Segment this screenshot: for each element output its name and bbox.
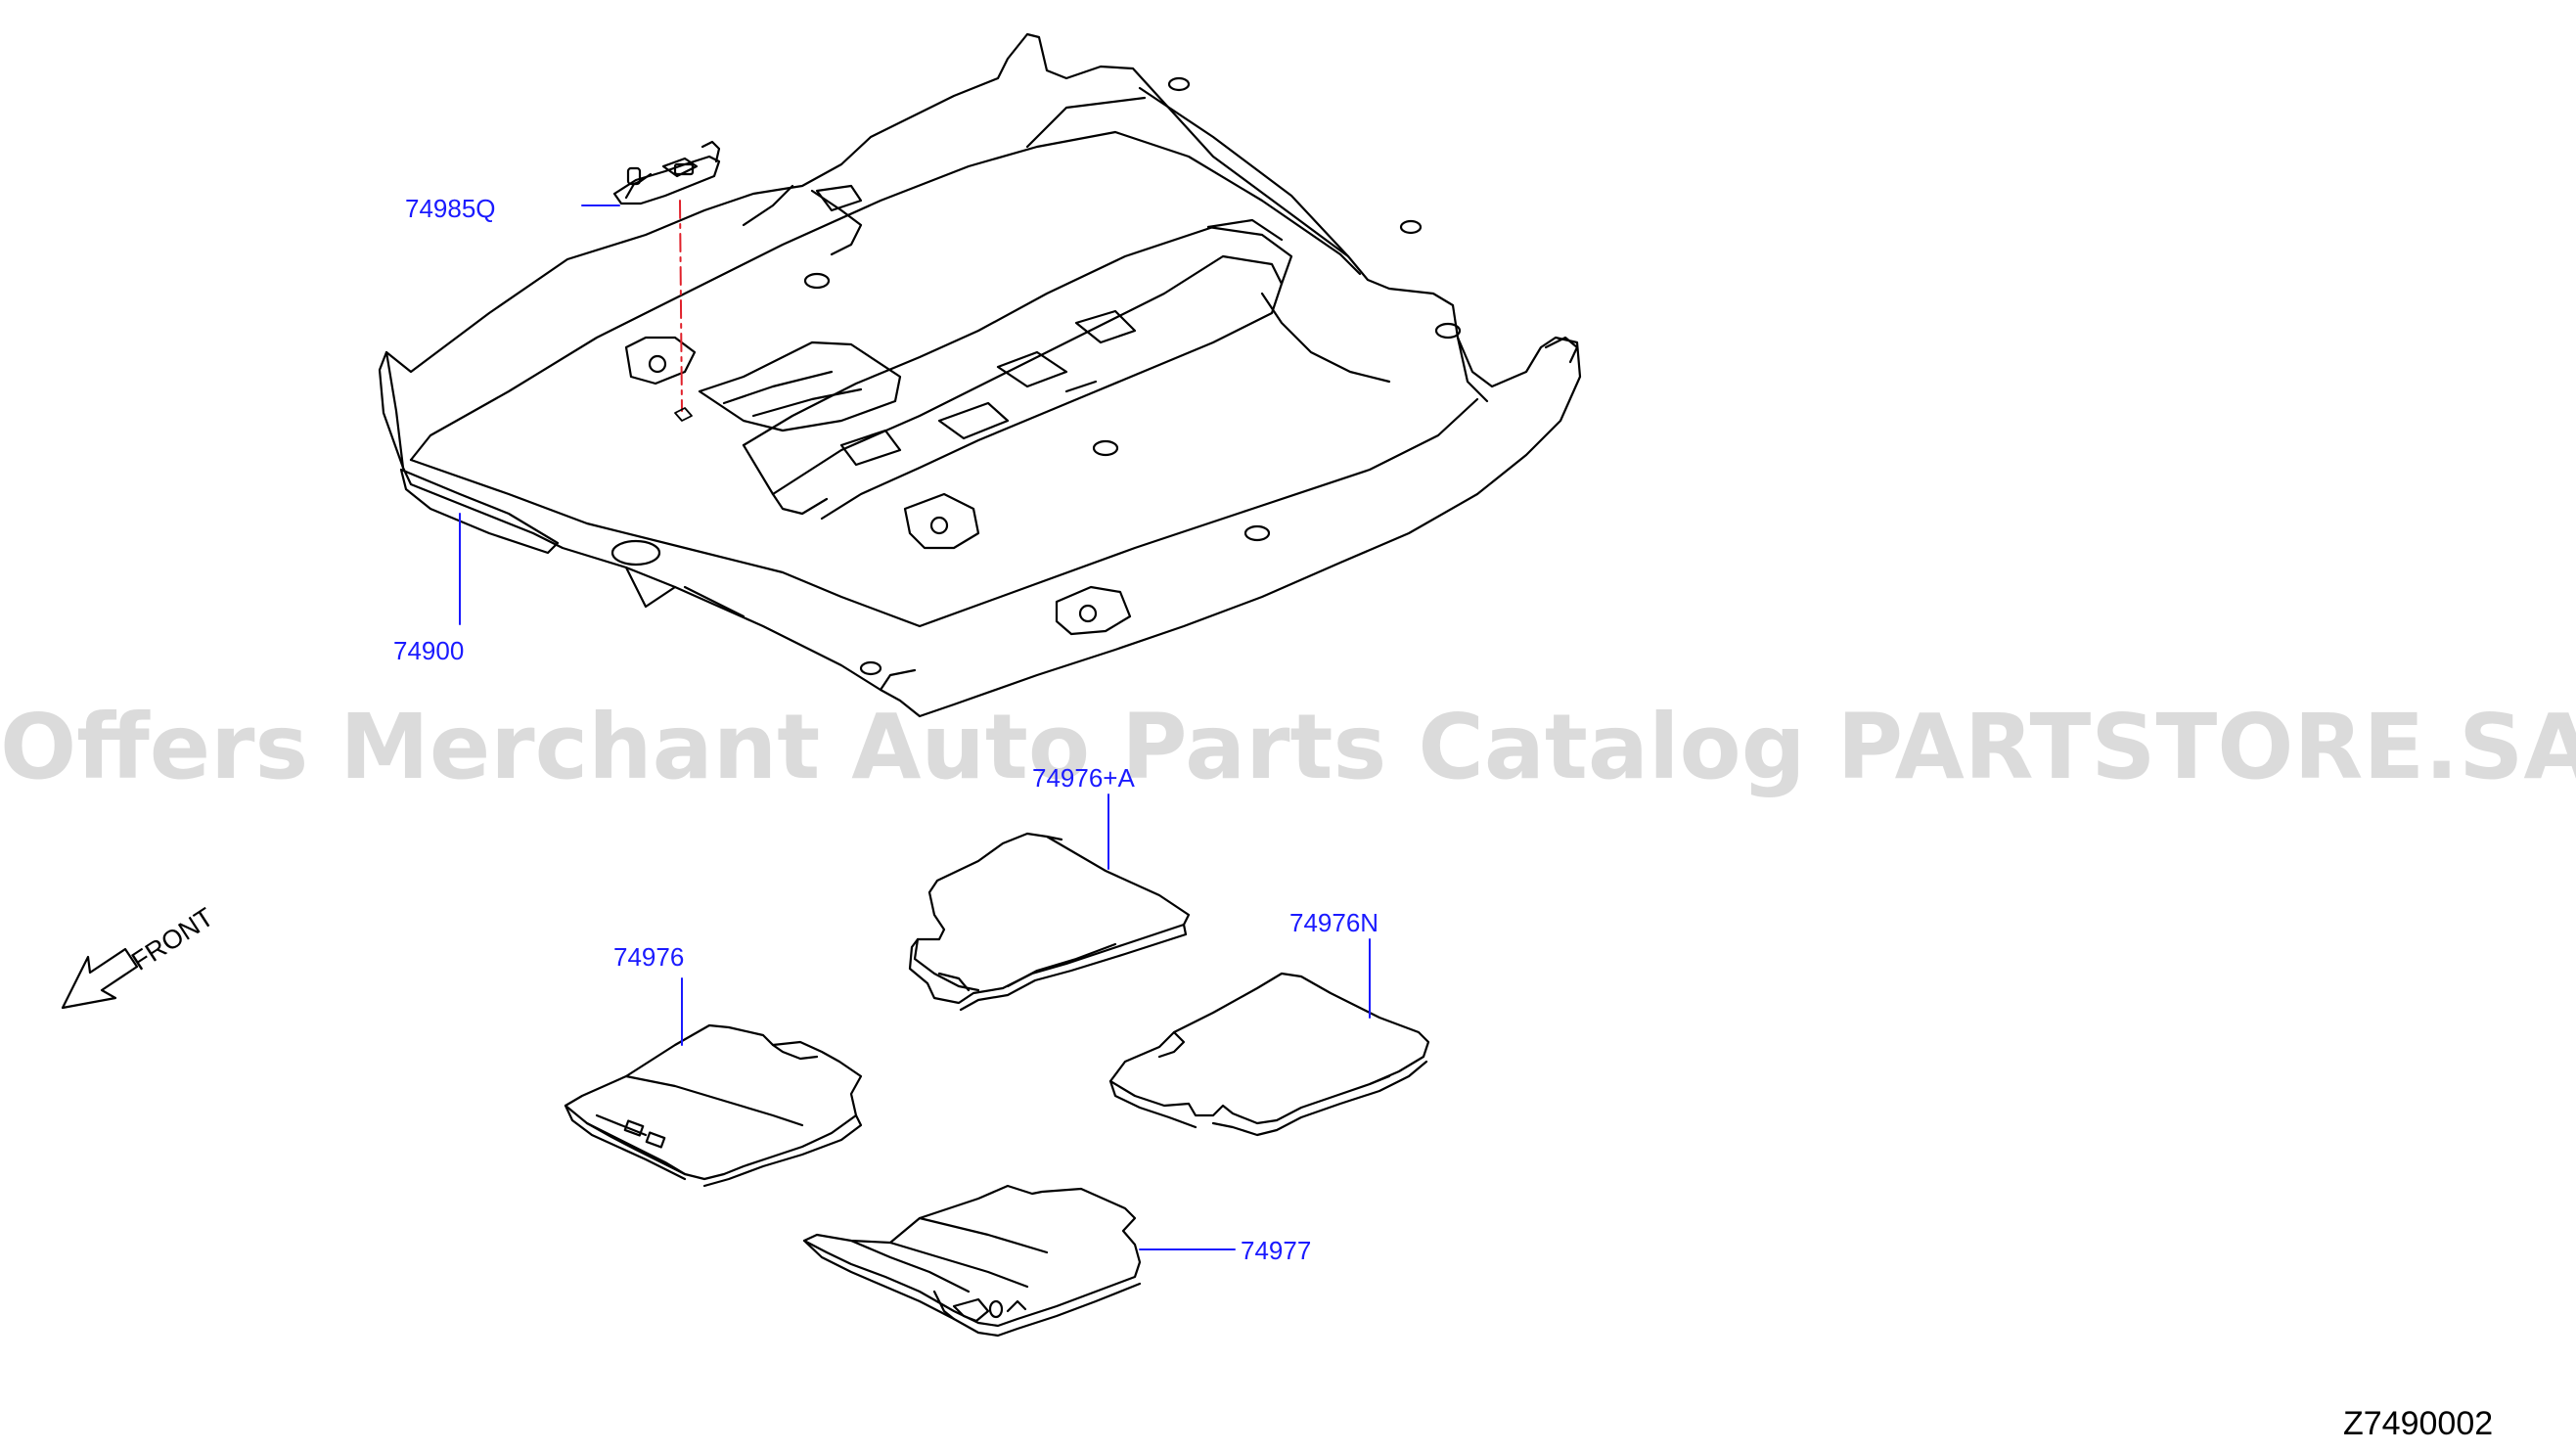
mat-rear-left-drawing (1108, 972, 1430, 1137)
part-label-mat-front-left[interactable]: 74976 (613, 942, 685, 972)
clip-drawing (612, 140, 721, 205)
leader-lines (459, 204, 1371, 1250)
part-label-mat-rear-left[interactable]: 74976N (1289, 908, 1379, 937)
part-label-mat-front-right[interactable]: 74977 (1241, 1236, 1312, 1265)
dashed-guide (679, 200, 683, 412)
floor-carpet-drawing (378, 32, 1582, 718)
mat-rear-right-drawing (908, 832, 1191, 1012)
mat-front-left-drawing (564, 1023, 863, 1188)
part-label-floor-carpet[interactable]: 74900 (393, 636, 465, 665)
part-label-mat-rear-right[interactable]: 74976+A (1032, 763, 1135, 793)
part-label-clip[interactable]: 74985Q (405, 194, 496, 223)
clip-hole (674, 407, 693, 422)
front-arrow-icon (61, 947, 139, 1010)
mat-front-right-drawing (802, 1184, 1142, 1338)
diagram-code: Z7490002 (2343, 1405, 2494, 1442)
